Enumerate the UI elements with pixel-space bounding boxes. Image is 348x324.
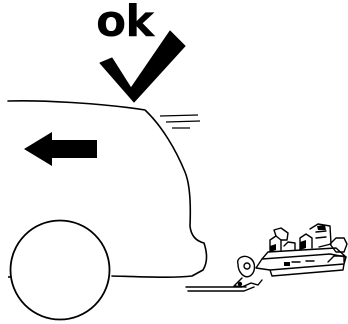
ok-label: ok bbox=[96, 0, 154, 47]
arrow-left-icon bbox=[24, 132, 97, 166]
checkmark-icon bbox=[99, 30, 186, 103]
wheel bbox=[9, 219, 111, 321]
car-body-outline bbox=[7, 100, 208, 278]
motion-lines bbox=[159, 114, 201, 129]
bike-rack-shading bbox=[237, 225, 326, 287]
bike-rack bbox=[185, 223, 348, 292]
